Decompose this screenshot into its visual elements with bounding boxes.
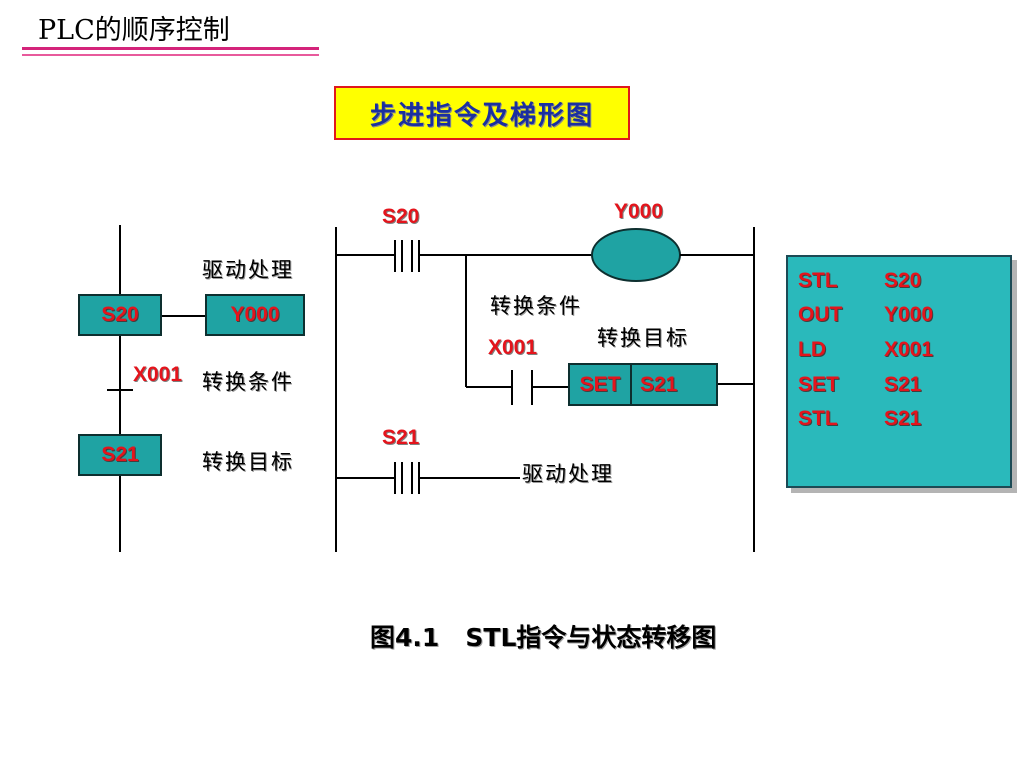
ladder-contact-s21-label: S21: [382, 426, 420, 449]
code-op-5: STL: [798, 407, 838, 430]
instruction-list-panel: STL S20 OUT Y000 LD X001 SET S21 STL S21: [786, 255, 1012, 488]
code-arg-5: S21: [884, 407, 922, 430]
ladder-contact-x001-label: X001: [488, 336, 538, 359]
ladder-label-transfer-target: 转换目标: [597, 326, 689, 350]
code-op-1: STL: [798, 269, 838, 292]
diagram-title: 步进指令及梯形图: [334, 86, 630, 140]
sfc-label-drive: 驱动处理: [202, 258, 294, 282]
sfc-label-transfer-cond: 转换条件: [202, 370, 294, 394]
ladder-coil-y000-label: Y000: [614, 200, 664, 223]
code-op-4: SET: [798, 373, 839, 396]
figure-caption: 图4.1 STL指令与状态转移图: [370, 623, 717, 652]
header-underline: [22, 47, 319, 50]
sfc-step-s20: S20: [78, 294, 162, 336]
ladder-label-drive: 驱动处理: [522, 462, 614, 486]
coil-y000: [591, 228, 681, 282]
page-header-title: PLC的顺序控制: [38, 15, 230, 46]
code-arg-1: S20: [884, 269, 922, 292]
code-arg-3: X001: [884, 338, 934, 361]
sfc-action-y000: Y000: [205, 294, 305, 336]
sfc-transition-x001: X001: [133, 363, 183, 386]
sfc-step-s21: S21: [78, 434, 162, 476]
set-instruction-op: SET: [570, 365, 632, 404]
ladder-contact-s20-label: S20: [382, 205, 420, 228]
header-underline-secondary: [22, 54, 319, 56]
set-instruction-target: S21: [632, 365, 716, 404]
code-arg-2: Y000: [884, 303, 934, 326]
ladder-label-transfer-cond: 转换条件: [490, 294, 582, 318]
code-op-3: LD: [798, 338, 826, 361]
code-arg-4: S21: [884, 373, 922, 396]
set-instruction-box: SET S21: [568, 363, 718, 406]
sfc-label-transfer-target: 转换目标: [202, 450, 294, 474]
code-op-2: OUT: [798, 303, 843, 326]
